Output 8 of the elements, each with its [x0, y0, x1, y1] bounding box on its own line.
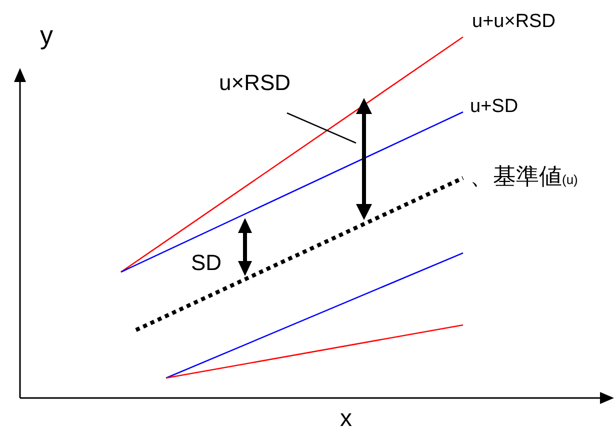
line-label: u+u×RSD [472, 12, 556, 31]
line-label: u+SD [470, 97, 518, 116]
dimension-arrow [356, 98, 372, 220]
dimension-label: SD [191, 252, 222, 274]
leader-line [286, 112, 356, 144]
axis-label: y [40, 22, 53, 48]
dimension-label: u×RSD [219, 72, 291, 94]
axis-label: x [340, 407, 352, 431]
